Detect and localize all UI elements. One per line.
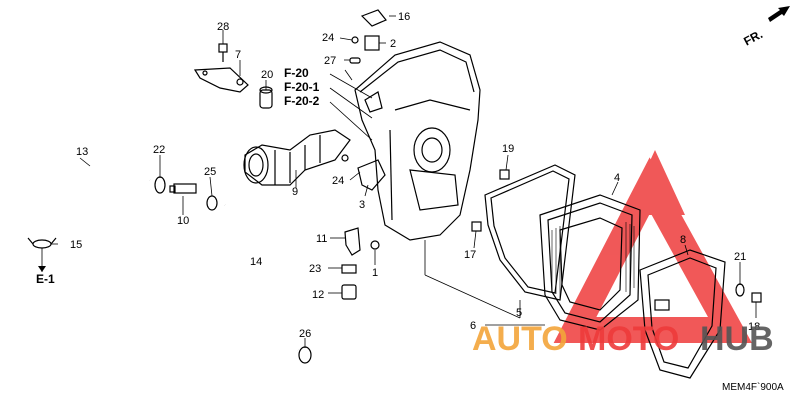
label-10: 10 — [177, 215, 189, 227]
label-15: 15 — [70, 239, 82, 251]
air-filter-element — [539, 194, 641, 331]
bolt-18 — [751, 292, 762, 303]
label-5: 5 — [516, 307, 522, 319]
label-26: 26 — [299, 328, 311, 340]
plug-12 — [341, 284, 357, 300]
direction-arrow-icon — [768, 6, 790, 22]
screw-27 — [349, 57, 361, 64]
label-23: 23 — [309, 263, 321, 275]
bolt-17 — [471, 221, 482, 232]
label-17: 17 — [464, 249, 476, 261]
label-2: 2 — [390, 38, 396, 50]
ref-leaders — [329, 73, 373, 141]
label-7: 7 — [235, 49, 241, 61]
screw-24-mid — [341, 154, 349, 162]
label-1: 1 — [372, 267, 378, 279]
direction-label: FR. — [741, 27, 765, 48]
intake-duct — [243, 129, 351, 186]
bolt-28 — [218, 43, 228, 62]
label-16: 16 — [398, 11, 410, 23]
label-24-mid: 24 — [332, 175, 344, 187]
label-14: 14 — [250, 256, 262, 268]
clamp-15 — [27, 237, 57, 249]
ref-f20: F-20 — [284, 66, 309, 80]
plate-2 — [364, 35, 380, 51]
clamp-22 — [154, 176, 166, 194]
watermark-peak — [625, 150, 685, 215]
label-12: 12 — [312, 289, 324, 301]
clip-23 — [341, 264, 357, 274]
joint-10 — [169, 183, 197, 194]
bracket-3 — [357, 159, 386, 191]
label-21: 21 — [734, 251, 746, 263]
clamp-25 — [206, 195, 218, 211]
label-24-top: 24 — [322, 32, 334, 44]
washer-21 — [735, 283, 745, 297]
label-3: 3 — [359, 199, 365, 211]
front-direction-indicator: FR. — [741, 6, 790, 49]
arrow-down-icon — [38, 266, 46, 272]
clamp-26 — [298, 346, 312, 364]
hose-14 — [211, 204, 299, 351]
ref-f20-1: F-20-1 — [284, 80, 320, 94]
air-cleaner-housing — [354, 41, 481, 241]
ref-f20-2: F-20-2 — [284, 94, 320, 108]
label-6: 6 — [470, 320, 476, 332]
label-20: 20 — [261, 69, 273, 81]
bracket-7 — [193, 67, 249, 93]
tube-11 — [344, 227, 361, 256]
label-25: 25 — [204, 166, 216, 178]
label-28: 28 — [217, 21, 229, 33]
watermark-moto: MOTO — [578, 320, 679, 358]
diagram-code: MEM4F`900A — [722, 381, 784, 393]
screw-24-top — [351, 36, 359, 44]
label-22: 22 — [153, 144, 165, 156]
label-19: 19 — [502, 143, 514, 155]
label-11: 11 — [316, 233, 327, 245]
label-4: 4 — [614, 172, 620, 184]
label-8: 8 — [680, 234, 686, 246]
label-27: 27 — [324, 55, 336, 67]
plug-20 — [259, 86, 273, 109]
air-cleaner-cover — [639, 249, 726, 379]
ref-e1: E-1 — [36, 272, 55, 286]
leader-lines — [41, 15, 757, 348]
label-9: 9 — [292, 186, 298, 198]
bolt-19 — [499, 169, 510, 180]
watermark-hub: HUB — [700, 320, 774, 358]
watermark-auto: AUTO — [472, 320, 568, 358]
watermark-text: AUTO MOTO HUB — [472, 320, 774, 358]
gasket-ring — [484, 164, 576, 301]
watermark-logo — [553, 150, 753, 343]
clip-16 — [360, 9, 387, 27]
reference-labels: F-20 F-20-1 F-20-2 E-1 — [36, 66, 320, 286]
label-18: 18 — [748, 321, 760, 333]
label-13: 13 — [76, 146, 88, 158]
part-labels: 28 7 20 13 22 25 10 15 14 9 24 2 27 16 2… — [70, 11, 760, 340]
